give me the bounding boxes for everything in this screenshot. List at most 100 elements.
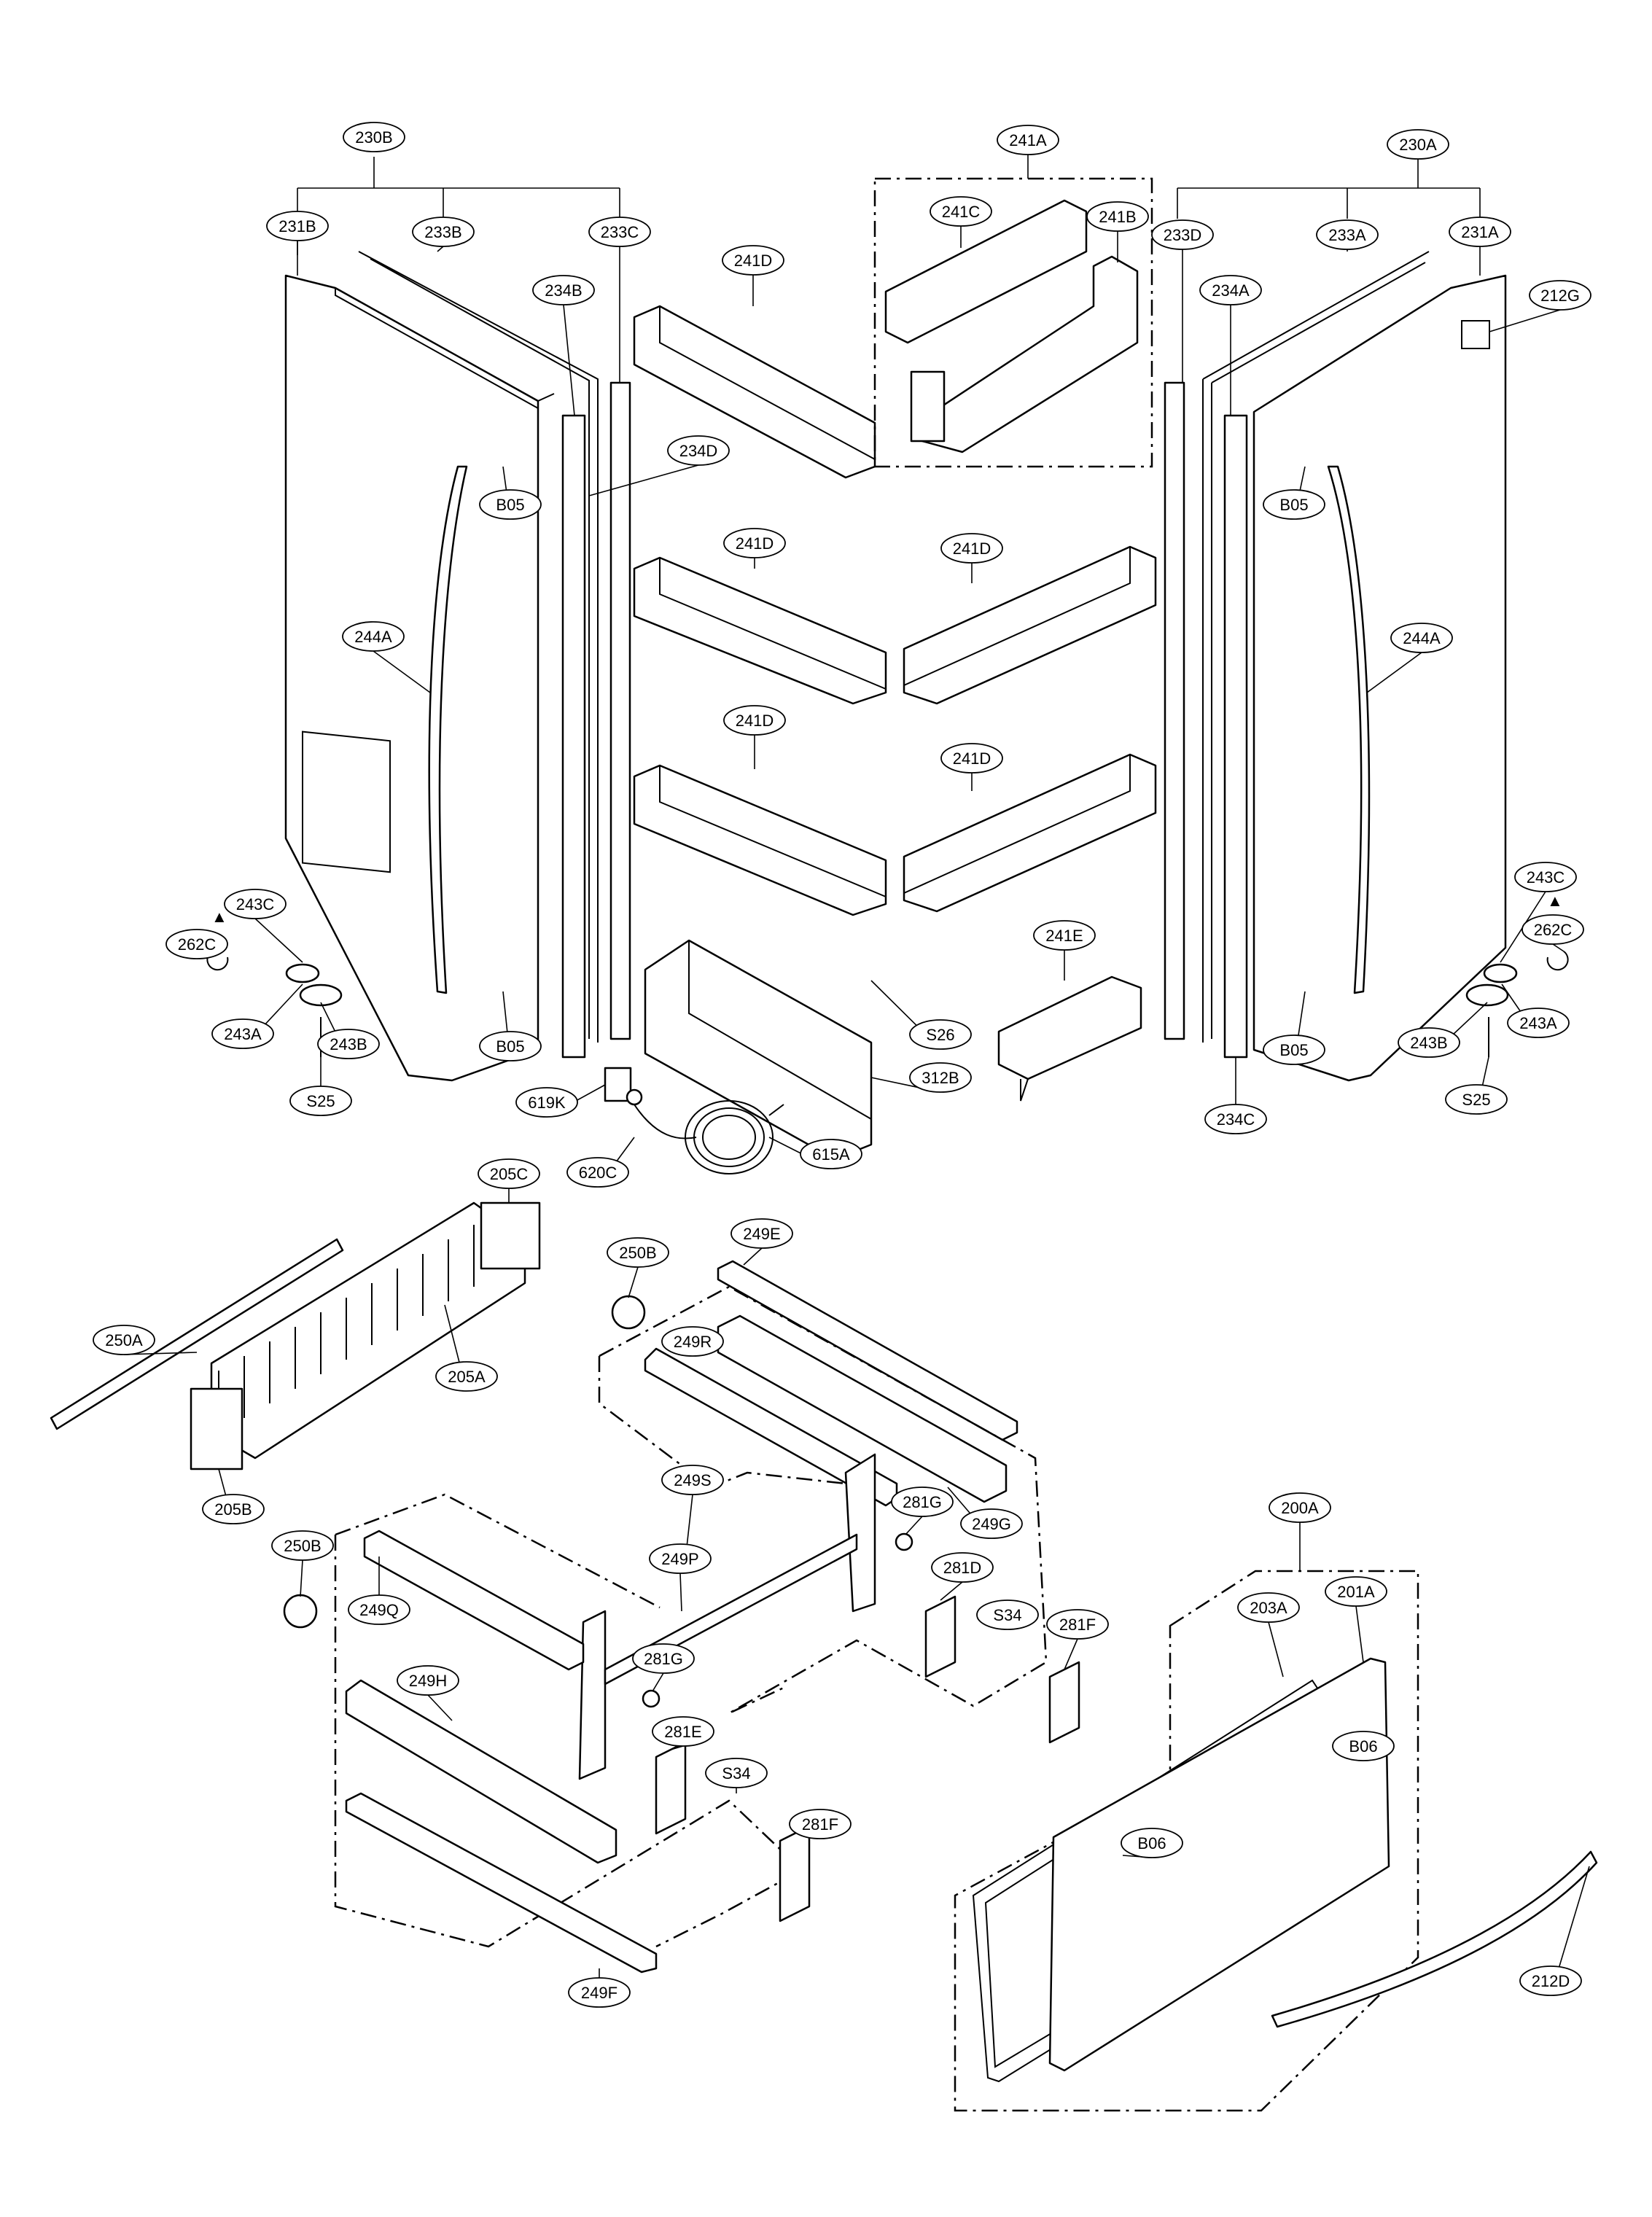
callout-615a: 615A [768,1137,862,1169]
callout-label: 233A [1328,226,1366,244]
callout-label: 249H [409,1672,448,1690]
callout-label: 230B [355,128,392,147]
callout-label: 281E [664,1723,701,1741]
callout-s25: S25 [1445,1056,1508,1115]
callout-203a: 203A [1237,1592,1300,1678]
callout-312b: 312B [870,1062,972,1093]
callout-label: 249S [674,1471,711,1489]
callout-label: 281D [943,1559,982,1577]
callout-bubble [1449,217,1511,247]
callout-212d: 212D [1519,1866,1590,1996]
callout-bubble [1316,219,1379,250]
leader-line [373,650,431,693]
callout-label: 234A [1212,281,1250,300]
callout-241d: 241D [940,533,1003,583]
callout-label: 233C [601,223,639,241]
callout-281g: 281G [891,1487,954,1535]
callout-bubble [342,621,405,652]
right-door-231a [1252,274,1507,1082]
callout-bubble [566,1157,629,1188]
callout-label: S25 [306,1092,335,1110]
callout-label: 243A [224,1025,262,1043]
callout-619k: 619K [515,1084,606,1118]
callout-249q: 249Q [348,1556,410,1625]
callout-bubble [1514,862,1577,892]
callout-bubble [1269,1492,1331,1523]
callout-bubble [348,1594,410,1625]
callout-bubble [891,1487,954,1517]
callout-201a: 201A [1325,1576,1387,1663]
callout-b05: B05 [479,466,542,520]
callout-262c: 262C [165,929,228,959]
callout-241b: 241B [1086,201,1149,262]
callout-label: 241C [942,203,981,221]
callout-label: 615A [812,1145,850,1164]
callout-label: 281F [1059,1616,1096,1634]
callout-bubble [532,275,595,305]
callout-bubble [1398,1027,1460,1058]
callout-label: 203A [1250,1599,1287,1617]
leader-line [1355,1605,1364,1663]
callout-bubble [478,1158,540,1189]
callout-label: 620C [579,1164,617,1182]
callout-s34: S34 [976,1600,1039,1630]
callout-label: 243C [1527,868,1565,887]
leader-line [679,1573,682,1612]
leader-line [1489,309,1561,332]
callout-bubble [1046,1609,1109,1640]
callout-label: 241D [953,749,991,768]
callout-244a: 244A [1366,623,1453,693]
callout-281f: 281F [789,1809,852,1839]
callout-bubble [93,1325,155,1355]
callout-label: 281F [802,1815,838,1834]
leader-line [588,464,699,496]
callout-label: 250A [105,1331,143,1349]
callout-label: 244A [1403,629,1441,647]
callout-233b: 233B [412,217,475,252]
callout-243a: 243A [211,983,303,1049]
callout-233d: 233D [1151,219,1214,383]
callout-bubble [1263,1035,1325,1065]
callout-244a: 244A [342,621,431,693]
callout-label: B05 [1279,496,1308,514]
callout-243a: 243A [1501,983,1570,1038]
callout-205c: 205C [478,1158,540,1203]
callout-620c: 620C [566,1137,635,1188]
callout-label: 249R [674,1333,712,1351]
callout-label: 234C [1217,1110,1255,1129]
callout-label: B05 [496,496,524,514]
left-door-assembly [206,157,631,1082]
callout-b06: B06 [1121,1828,1183,1858]
callout-s25: S25 [289,1057,352,1116]
callout-label: 312B [922,1069,959,1087]
callout-bubble [940,743,1003,774]
callout-bubble [930,196,992,227]
callout-s34: S34 [705,1758,768,1793]
callout-bubble [1390,623,1453,653]
callout-bubble [1204,1104,1267,1134]
callout-bubble [289,1086,352,1116]
callout-bubble [652,1716,714,1747]
callout-bubble [940,533,1003,564]
callout-bubble [730,1218,793,1249]
callout-label: 281G [903,1493,942,1511]
callout-bubble [397,1665,459,1696]
callout-label: 230A [1399,136,1437,154]
right-door-assembly [1164,157,1569,1082]
callout-231b: 231B [266,211,329,276]
callout-bubble [723,528,786,558]
leader-line [300,1559,303,1597]
callout-label: S25 [1462,1091,1490,1109]
freezer-handle-212d [1271,1850,1598,2028]
callout-241d: 241D [723,528,786,569]
callout-281f: 281F [1046,1609,1109,1670]
callout-label: 233D [1164,226,1202,244]
callout-label: 241D [736,712,774,730]
callout-249h: 249H [397,1665,459,1721]
callout-230b: 230B [343,122,405,152]
callout-label: 231B [278,217,316,235]
callout-label: 200A [1281,1499,1319,1517]
callout-bubble [800,1139,862,1169]
callout-243b: 243B [1398,1002,1488,1058]
callout-231a: 231A [1449,217,1511,276]
